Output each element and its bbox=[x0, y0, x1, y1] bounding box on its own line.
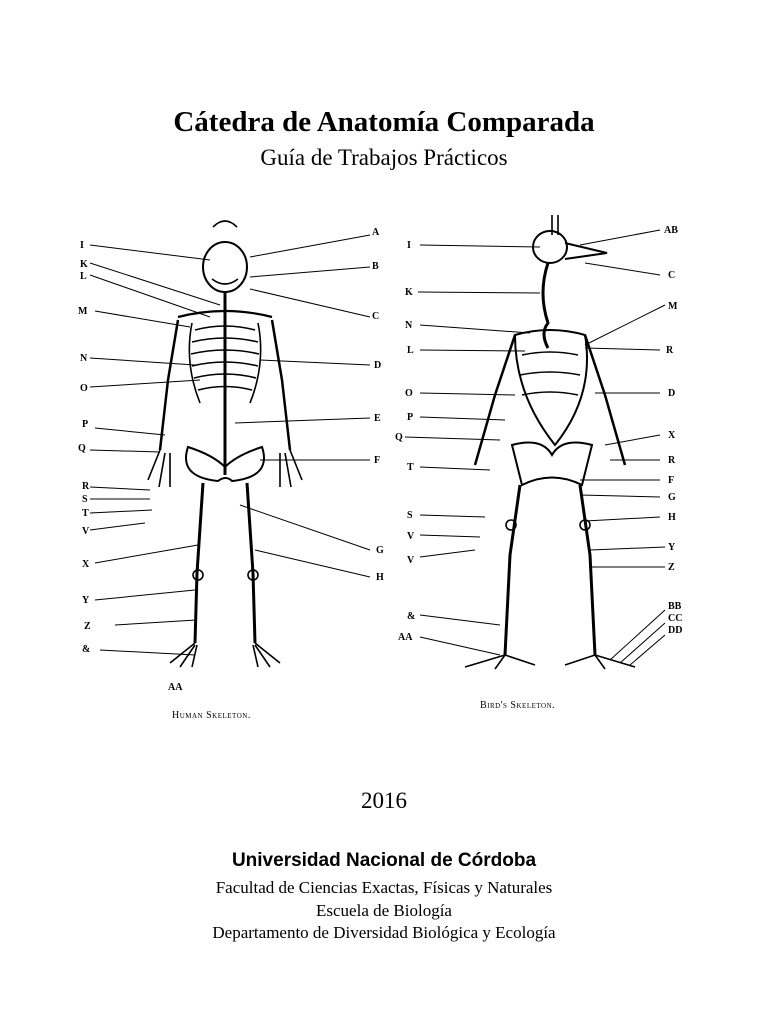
skeleton-illustration: I K L M N O P Q R S T V X Y Z & AA A B C… bbox=[78, 215, 682, 721]
bird-label-left: V bbox=[407, 555, 415, 566]
bird-label-right: Z bbox=[668, 562, 675, 573]
bird-label-left: AA bbox=[398, 632, 413, 643]
human-label-left: R bbox=[82, 481, 90, 492]
bird-leader-lines bbox=[404, 229, 666, 666]
bird-label-right: BB bbox=[668, 601, 682, 612]
bird-label-right: DD bbox=[668, 625, 682, 636]
human-label-left: Z bbox=[84, 621, 91, 632]
human-label-left: & bbox=[82, 644, 90, 655]
faculty-name: Facultad de Ciencias Exactas, Físicas y … bbox=[215, 878, 553, 897]
bird-label-left: S bbox=[407, 510, 413, 521]
bird-labels: I K N L O P Q T S V V & AA AB C M R D X … bbox=[395, 225, 682, 643]
bird-label-left: N bbox=[405, 320, 413, 331]
university-name: Universidad Nacional de Córdoba bbox=[231, 850, 537, 871]
human-label-left: N bbox=[80, 353, 88, 364]
human-label-right: A bbox=[372, 227, 380, 238]
bird-label-right: R bbox=[668, 455, 676, 466]
human-label-left: I bbox=[80, 240, 84, 251]
bird-skeleton-drawing bbox=[464, 215, 636, 670]
human-label-right: C bbox=[372, 311, 379, 322]
bird-label-right: H bbox=[668, 512, 676, 523]
bird-label-right: M bbox=[668, 301, 678, 312]
human-label-right: H bbox=[376, 572, 384, 583]
human-label-left: T bbox=[82, 508, 89, 519]
human-label-left: L bbox=[80, 271, 87, 282]
bird-label-right: R bbox=[666, 345, 674, 356]
publication-year: 2016 bbox=[361, 788, 407, 813]
human-label-right: F bbox=[374, 455, 380, 466]
bird-label-right: G bbox=[668, 492, 676, 503]
bird-label-right: AB bbox=[664, 225, 678, 236]
human-label-right: D bbox=[374, 360, 381, 371]
human-label-left: K bbox=[80, 259, 88, 270]
human-label-left: M bbox=[78, 306, 88, 317]
human-label-left: V bbox=[82, 526, 90, 537]
skeleton-figure: I K L M N O P Q R S T V X Y Z & AA A B C… bbox=[60, 205, 710, 725]
human-skeleton-caption: Human Skeleton. bbox=[172, 710, 251, 721]
human-label-left: AA bbox=[168, 682, 183, 693]
page-title: Cátedra de Anatomía Comparada bbox=[173, 106, 595, 138]
human-leader-lines bbox=[89, 234, 371, 656]
bird-label-right: F bbox=[668, 475, 674, 486]
bird-label-right: X bbox=[668, 430, 676, 441]
human-label-left: P bbox=[82, 419, 88, 430]
bird-label-left: O bbox=[405, 388, 413, 399]
bird-label-left: V bbox=[407, 531, 415, 542]
human-label-left: O bbox=[80, 383, 88, 394]
bird-label-right: D bbox=[668, 388, 675, 399]
human-label-right: G bbox=[376, 545, 384, 556]
page-subtitle: Guía de Trabajos Prácticos bbox=[260, 145, 508, 170]
human-labels: I K L M N O P Q R S T V X Y Z & AA A B C… bbox=[78, 227, 384, 693]
bird-skeleton-caption: Bird's Skeleton. bbox=[480, 700, 555, 711]
bird-label-right: C bbox=[668, 270, 675, 281]
human-label-left: X bbox=[82, 559, 90, 570]
bird-label-left: & bbox=[407, 611, 415, 622]
human-skeleton-drawing bbox=[147, 220, 303, 668]
department-name: Departamento de Diversidad Biológica y E… bbox=[212, 923, 556, 942]
school-name: Escuela de Biología bbox=[316, 901, 452, 920]
bird-label-left: P bbox=[407, 412, 413, 423]
human-label-left: Y bbox=[82, 595, 90, 606]
bird-label-right: CC bbox=[668, 613, 682, 624]
human-label-left: Q bbox=[78, 443, 86, 454]
human-label-left: S bbox=[82, 494, 88, 505]
bird-label-left: T bbox=[407, 462, 414, 473]
bird-label-left: I bbox=[407, 240, 411, 251]
bird-label-left: K bbox=[405, 287, 413, 298]
bird-label-right: Y bbox=[668, 542, 676, 553]
bird-label-left: L bbox=[407, 345, 414, 356]
bird-label-left: Q bbox=[395, 432, 403, 443]
human-label-right: B bbox=[372, 261, 379, 272]
human-label-right: E bbox=[374, 413, 381, 424]
